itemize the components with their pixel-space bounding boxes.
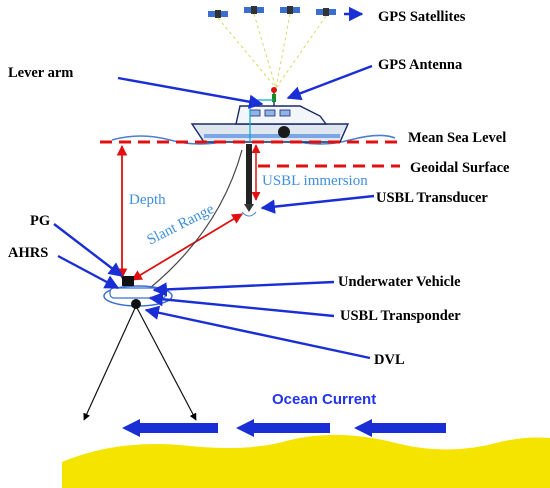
satellite-signal-lines [217, 13, 327, 89]
current-arrow-icon [122, 419, 218, 437]
ocean-current-arrows [122, 419, 446, 437]
satellite-icon [316, 8, 336, 16]
dvl-beams [83, 305, 197, 421]
slant-range-arrow [131, 213, 243, 281]
ship-icon [190, 92, 350, 143]
transducer-icon [241, 144, 257, 217]
antenna-icon [271, 87, 277, 102]
gps-satellites-label: GPS Satellites [378, 9, 466, 25]
geoidal-surface-label: Geoidal Surface [410, 160, 510, 176]
satellite-icon [280, 6, 300, 14]
depth-label: Depth [129, 192, 166, 208]
underwater-vehicle-icon [103, 276, 173, 309]
current-arrow-icon [236, 419, 330, 437]
satellite-icon [244, 6, 264, 14]
pg-label: PG [30, 213, 50, 229]
pointer-arrows [53, 6, 375, 360]
slant-range-label: Slant Range [145, 201, 218, 249]
ocean-current-label: Ocean Current [272, 391, 376, 408]
underwater-vehicle-label: Underwater Vehicle [338, 274, 461, 290]
satellite-icon [208, 10, 228, 18]
usbl-transducer-label: USBL Transducer [376, 190, 488, 206]
current-arrow-icon [354, 419, 446, 437]
ahrs-label: AHRS [8, 245, 48, 261]
usbl-transponder-label: USBL Transponder [340, 308, 461, 324]
seabed [62, 434, 550, 488]
tether-cable [149, 149, 243, 289]
mean-sea-level-label: Mean Sea Level [408, 130, 506, 146]
gps-antenna-label: GPS Antenna [378, 57, 463, 73]
lever-arm-label: Lever arm [8, 65, 73, 81]
dvl-label: DVL [374, 352, 405, 368]
gps-satellites [208, 6, 336, 89]
usbl-immersion-label: USBL immersion [262, 173, 368, 189]
